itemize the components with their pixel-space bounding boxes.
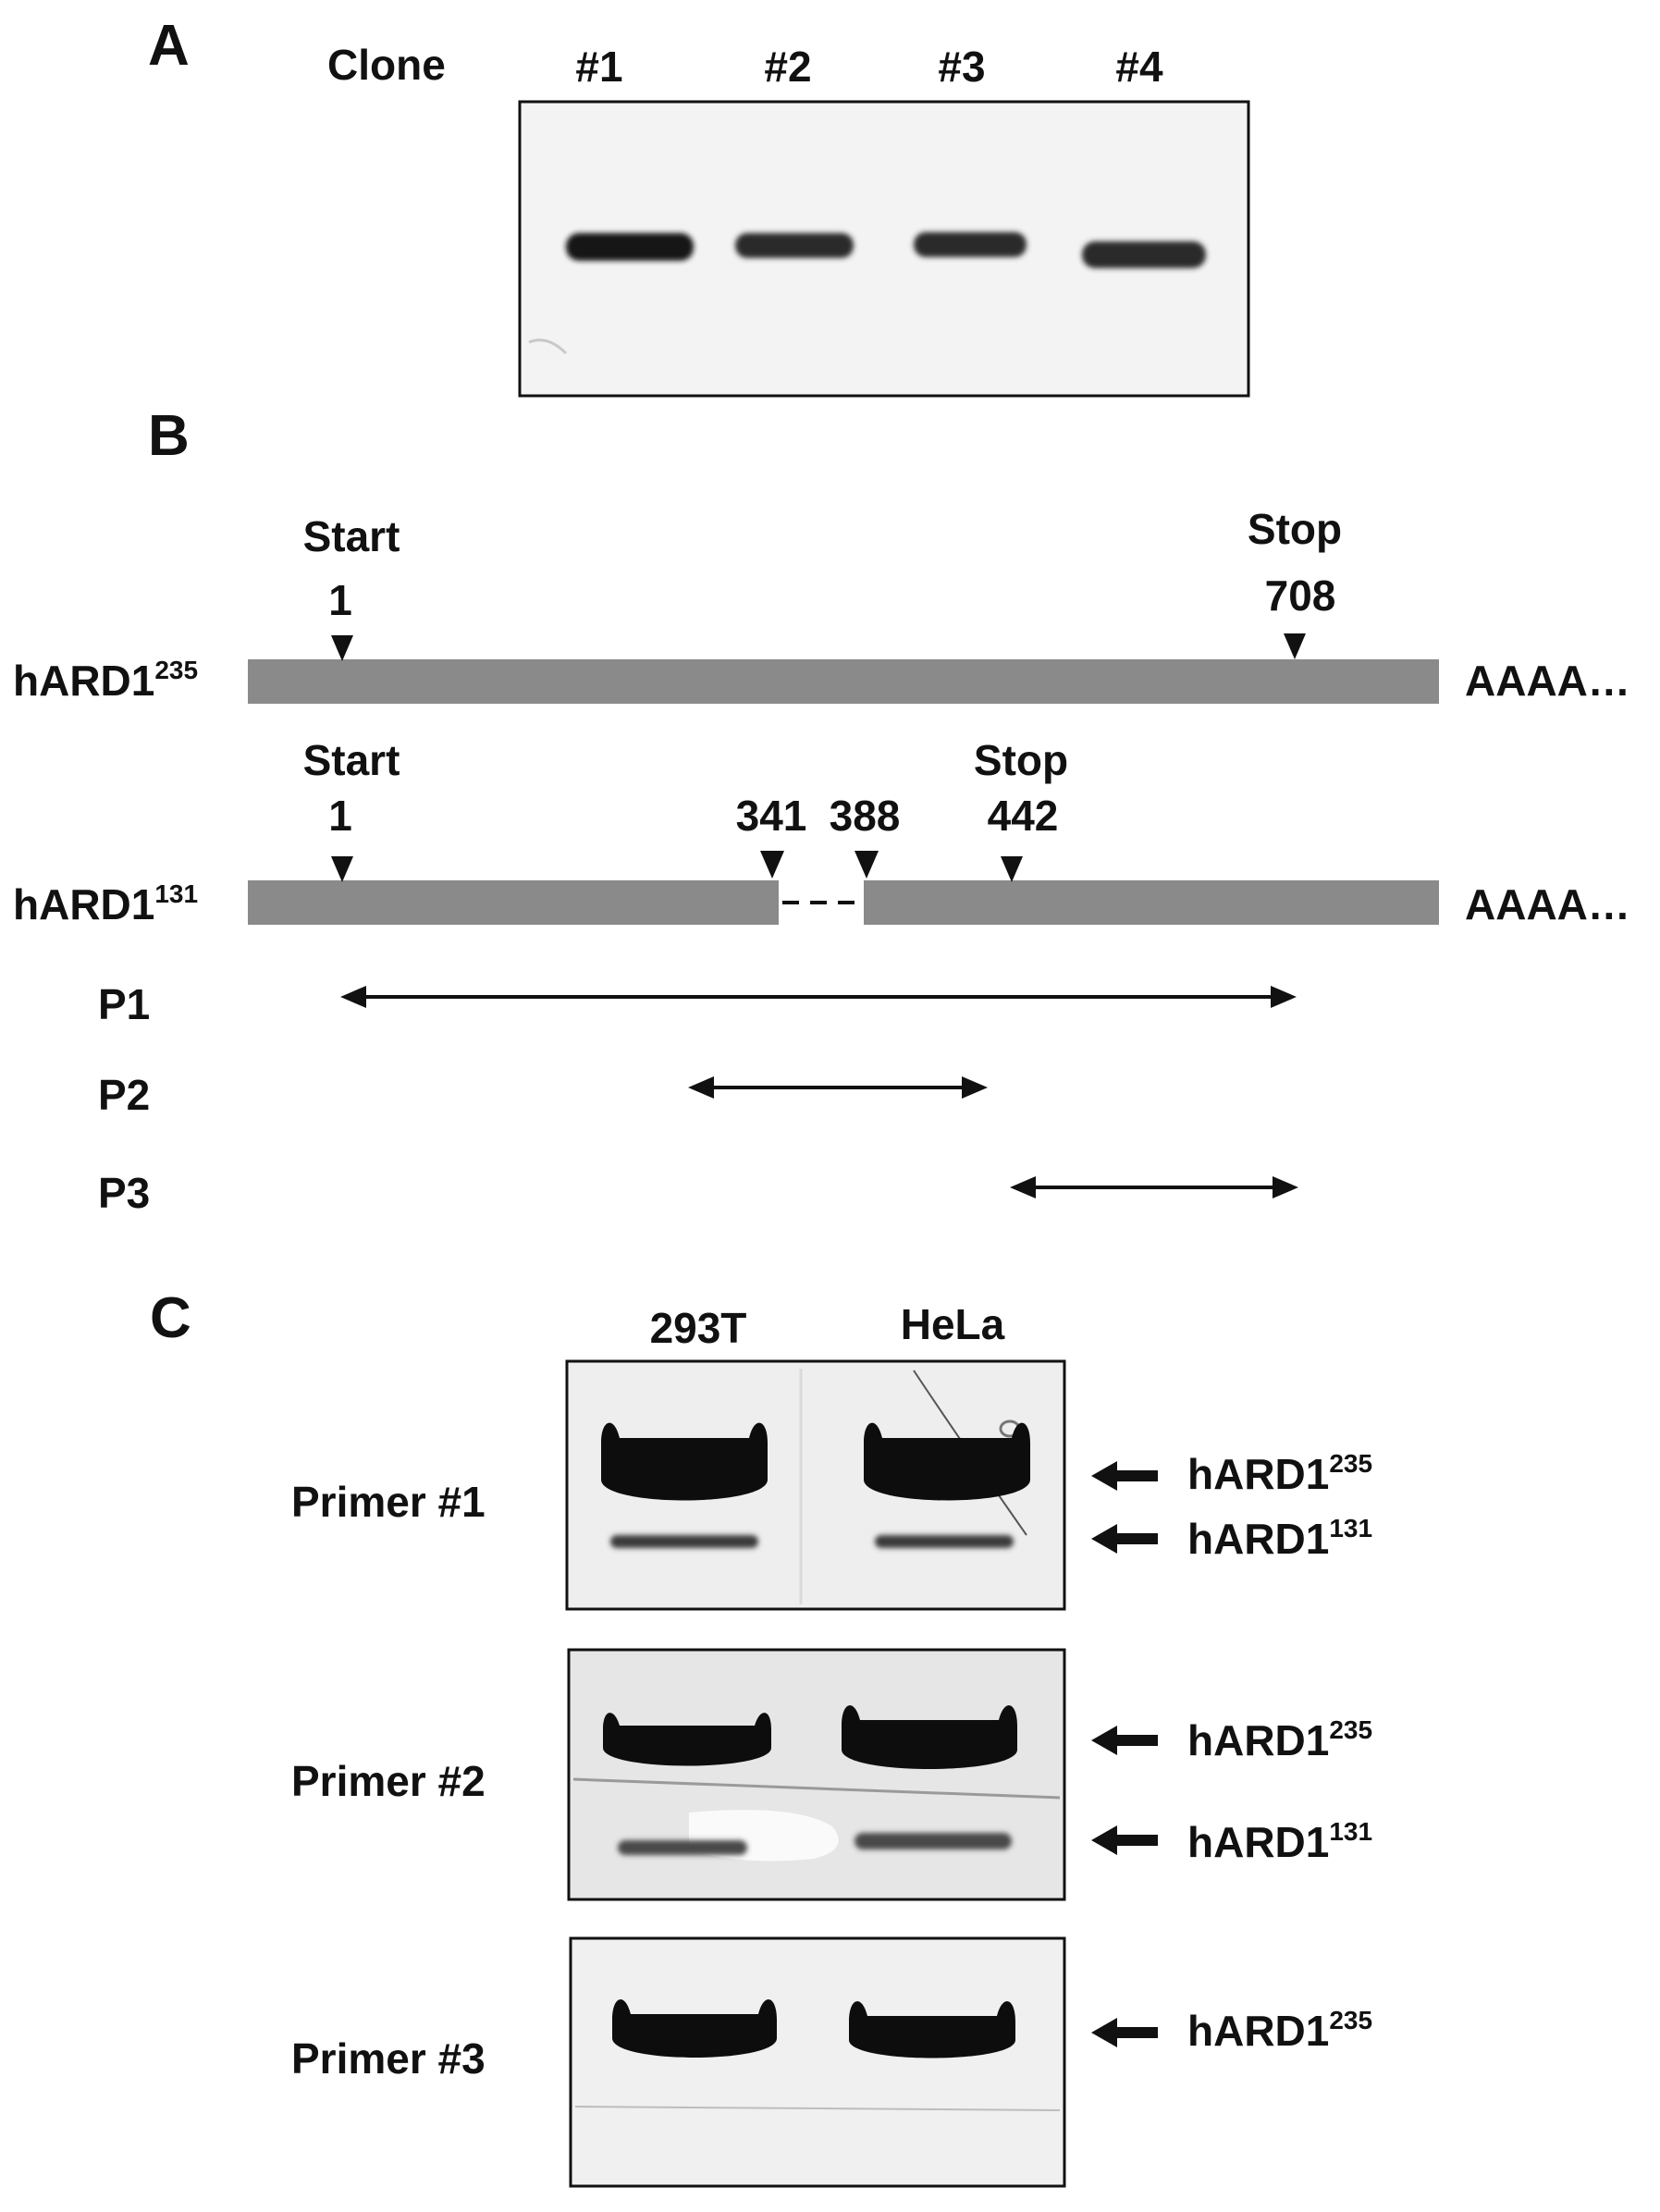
primer-label-p1: P1 bbox=[98, 980, 150, 1028]
gel-a-band-2 bbox=[735, 233, 854, 258]
t2-tail: AAAA… bbox=[1465, 880, 1630, 928]
t2-gap-end: 388 bbox=[830, 792, 901, 840]
gel-3-label: Primer #3 bbox=[291, 2034, 486, 2083]
gel-1-annotation-lower-base: hARD1 bbox=[1187, 1515, 1329, 1563]
gel-1-annotation-upper: hARD1235 bbox=[1187, 1449, 1372, 1498]
t2-bar-exon-1 bbox=[248, 880, 779, 925]
t2-name: hARD1131 bbox=[13, 879, 198, 928]
primer-p1-arrow-left bbox=[340, 986, 366, 1008]
gel-1-annotation-lower: hARD1131 bbox=[1187, 1514, 1372, 1563]
primer-p3-arrow-right bbox=[1273, 1176, 1298, 1198]
gel-2-band-upper-293t bbox=[603, 1713, 771, 1766]
gel-2-smear-line bbox=[572, 1777, 1061, 1800]
clone-lane-label-3: #3 bbox=[938, 43, 985, 91]
primer-p2-arrow-left bbox=[688, 1076, 714, 1099]
gel-1-annotation-upper-base: hARD1 bbox=[1187, 1450, 1329, 1498]
gel-1-band-lower-293t bbox=[610, 1535, 758, 1548]
t2-name-base: hARD1 bbox=[13, 880, 154, 928]
gel-3-faint-line bbox=[574, 2106, 1061, 2111]
gel-1-band-upper-293t bbox=[601, 1422, 768, 1501]
gel-1-band-upper-hela bbox=[864, 1422, 1030, 1501]
gel-3-annotation-sup: 235 bbox=[1329, 2006, 1372, 2034]
panel-a: A Clone #1 #2 #3 #4 bbox=[148, 14, 1250, 398]
t1-stop-pos: 708 bbox=[1265, 571, 1336, 620]
gel-3-band-293t bbox=[612, 1999, 777, 2058]
t1-stop-marker bbox=[1284, 633, 1306, 659]
gel-3-annotation-base: hARD1 bbox=[1187, 2007, 1329, 2055]
t2-stop-marker bbox=[1001, 856, 1023, 882]
gel-a-band-1 bbox=[566, 233, 694, 261]
panel-a-letter: A bbox=[148, 14, 190, 78]
gel-1-label: Primer #1 bbox=[291, 1478, 486, 1526]
t2-start-pos: 1 bbox=[328, 792, 352, 840]
clone-lane-label-2: #2 bbox=[764, 43, 811, 91]
panel-c-letter: C bbox=[150, 1286, 191, 1350]
gel-3-frame bbox=[569, 1936, 1066, 2188]
panel-b: B Start 1 Stop 708 hARD1235 AAAA… Start … bbox=[13, 404, 1630, 1217]
primer-p3-arrow-left bbox=[1010, 1176, 1036, 1198]
gel-2-annotation-upper-sup: 235 bbox=[1329, 1715, 1372, 1744]
gel-2-label: Primer #2 bbox=[291, 1757, 486, 1805]
gel-a-band-3 bbox=[914, 232, 1027, 257]
primer-p2-arrow-right bbox=[962, 1076, 988, 1099]
t1-name-base: hARD1 bbox=[13, 657, 154, 705]
clone-lane-label-4: #4 bbox=[1115, 43, 1163, 91]
primer-label-p2: P2 bbox=[98, 1071, 150, 1119]
gel-2-arrow-upper bbox=[1091, 1726, 1158, 1755]
t2-gap-start: 341 bbox=[736, 792, 807, 840]
primer-p1-arrow-right bbox=[1271, 986, 1297, 1008]
gel-a-band-4 bbox=[1082, 241, 1206, 268]
gel-3-annotation: hARD1235 bbox=[1187, 2006, 1372, 2055]
panel-c: C 293T HeLa Primer #1 hARD1235 hARD1131 … bbox=[150, 1286, 1372, 2188]
clone-lane-label-1: #1 bbox=[575, 43, 622, 91]
gel-1-arrow-lower bbox=[1091, 1524, 1158, 1554]
t1-start-pos: 1 bbox=[328, 576, 352, 624]
gel-1-annotation-upper-sup: 235 bbox=[1329, 1449, 1372, 1478]
gel-2-band-lower-293t bbox=[618, 1840, 747, 1855]
t2-stop-pos: 442 bbox=[988, 792, 1059, 840]
primer-label-p3: P3 bbox=[98, 1169, 150, 1217]
gel-1-band-lower-hela bbox=[875, 1535, 1014, 1548]
gel-a-scratch bbox=[528, 338, 568, 355]
gel-2-annotation-upper: hARD1235 bbox=[1187, 1715, 1372, 1764]
t1-name-sup: 235 bbox=[154, 656, 198, 684]
panel-b-letter: B bbox=[148, 404, 190, 468]
lane-label-293t: 293T bbox=[650, 1304, 747, 1352]
t1-tail: AAAA… bbox=[1465, 657, 1630, 705]
t2-start-label: Start bbox=[303, 736, 400, 784]
t2-stop-label: Stop bbox=[974, 736, 1068, 784]
gel-2-annotation-upper-base: hARD1 bbox=[1187, 1716, 1329, 1764]
t1-stop-label: Stop bbox=[1248, 505, 1342, 553]
t1-name: hARD1235 bbox=[13, 656, 198, 705]
t1-bar bbox=[248, 659, 1439, 704]
gel-3-band-hela bbox=[849, 2001, 1015, 2058]
gel-1-arrow-upper bbox=[1091, 1461, 1158, 1491]
t1-start-label: Start bbox=[303, 512, 400, 560]
t2-start-marker bbox=[331, 856, 353, 882]
gel-3-arrow bbox=[1091, 2018, 1158, 2047]
gel-2-band-upper-hela bbox=[842, 1705, 1017, 1769]
gel-1-annotation-lower-sup: 131 bbox=[1329, 1514, 1372, 1542]
lane-label-hela: HeLa bbox=[901, 1300, 1005, 1348]
gel-2-annotation-lower-base: hARD1 bbox=[1187, 1818, 1329, 1866]
t2-bar-exon-2 bbox=[864, 880, 1439, 925]
gel-2-arrow-lower bbox=[1091, 1825, 1158, 1855]
t1-start-marker bbox=[331, 635, 353, 661]
t2-gap-start-marker bbox=[760, 851, 784, 879]
gel-2-frame bbox=[567, 1648, 1066, 1901]
gel-2-annotation-lower-sup: 131 bbox=[1329, 1817, 1372, 1846]
t2-name-sup: 131 bbox=[154, 879, 198, 908]
clone-header: Clone bbox=[327, 41, 446, 89]
t2-gap-end-marker bbox=[855, 851, 879, 879]
gel-2-annotation-lower: hARD1131 bbox=[1187, 1817, 1372, 1866]
gel-2-band-lower-hela bbox=[855, 1833, 1012, 1849]
